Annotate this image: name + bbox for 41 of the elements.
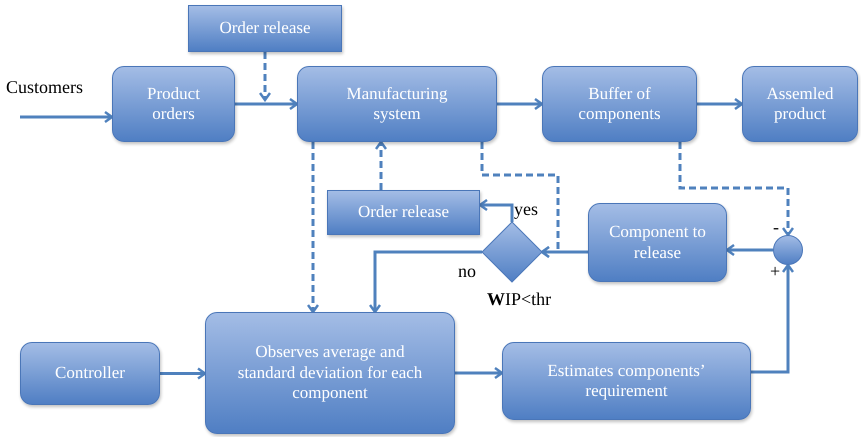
box-label: Buffer of components (577, 84, 662, 124)
box-label: Component to release (608, 222, 707, 263)
arrow (235, 98, 298, 110)
process-box (112, 66, 235, 142)
arrow (540, 246, 588, 258)
edge-label: yes (514, 200, 538, 218)
arrow (20, 110, 114, 124)
process-box (205, 312, 455, 434)
dashed-arrow (678, 142, 794, 236)
sign-label: + (770, 262, 780, 280)
arrow (478, 198, 514, 222)
source-label: Customers (6, 78, 84, 96)
process-box (188, 5, 342, 52)
arrow (160, 367, 206, 380)
arrow (751, 264, 794, 374)
box-label: Product orders (146, 84, 201, 124)
box-label: Order release (358, 202, 450, 223)
arrow (697, 98, 744, 110)
process-box (297, 66, 497, 142)
process-box (542, 66, 697, 142)
process-box (742, 66, 858, 142)
box-label: Controller (55, 363, 125, 384)
sign-label: - (773, 218, 779, 236)
box-label: Order release (219, 18, 311, 39)
dashed-arrow (306, 142, 320, 314)
arrow (497, 98, 544, 110)
box-label: Estimates components’ requirement (546, 360, 707, 402)
process-box (20, 342, 160, 405)
arrow (455, 366, 504, 380)
arrow (368, 250, 482, 314)
edge-label: no (458, 262, 476, 280)
dashed-arrow (258, 52, 272, 102)
condition-label: WIP<thr (487, 290, 552, 308)
process-box (588, 203, 727, 282)
box-label: Observes average and standard deviation for each component (236, 342, 424, 404)
box-label: Manufacturing system (345, 84, 449, 124)
dashed-arrow (374, 140, 388, 190)
process-box (327, 190, 480, 235)
process-box (502, 342, 751, 420)
arrow (726, 244, 773, 256)
box-label: Assemled product (765, 84, 835, 124)
